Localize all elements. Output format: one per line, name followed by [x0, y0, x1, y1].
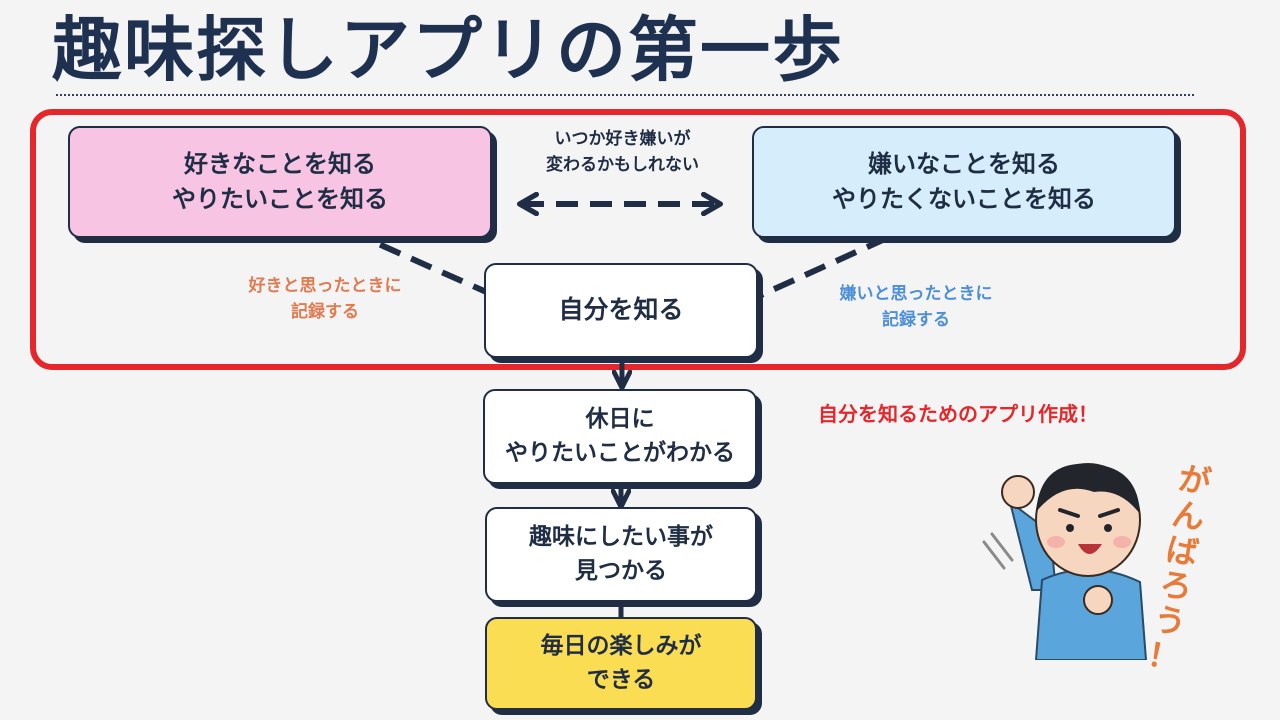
title-divider — [56, 94, 1194, 96]
holiday-line-2: やりたいことがわかる — [505, 439, 735, 466]
holiday-box: 休日に やりたいことがわかる — [483, 389, 757, 484]
like-line-2: やりたいことを知る — [172, 185, 388, 213]
dislike-line-1: 嫌いなことを知る — [868, 150, 1060, 179]
app-creation-note: 自分を知るためのアプリ作成！ — [818, 402, 1098, 426]
hobby-line-2: 見つかる — [575, 557, 667, 584]
dislike-record-note: 嫌いと思ったときに 記録する — [800, 282, 1032, 333]
like-record-note: 好きと思ったときに 記録する — [210, 274, 440, 325]
dislike-things-box: 嫌いなことを知る やりたくないことを知る — [752, 126, 1176, 238]
like-things-box: 好きなことを知る やりたいことを知る — [68, 126, 492, 238]
like-record-line-1: 好きと思ったときに — [248, 276, 402, 296]
self-knowledge-highlight-frame — [30, 109, 1246, 370]
dislike-record-line-2: 記録する — [882, 309, 950, 330]
shout-char: ！ — [1144, 635, 1183, 679]
like-line-1: 好きなことを知る — [184, 150, 376, 179]
change-line-2: 変わるかもしれない — [546, 154, 699, 175]
motion-lines — [982, 532, 1014, 570]
hobby-line-1: 趣味にしたい事が — [529, 524, 713, 551]
daily-joy-box: 毎日の楽しみが できる — [485, 617, 757, 710]
self-line-1: 自分を知る — [558, 295, 684, 325]
hobby-box: 趣味にしたい事が 見つかる — [485, 507, 757, 602]
daily-line-1: 毎日の楽しみが — [540, 633, 702, 660]
daily-line-2: できる — [586, 666, 656, 693]
dislike-record-line-1: 嫌いと思ったときに — [839, 284, 993, 304]
holiday-line-1: 休日に — [585, 406, 655, 433]
page-title: 趣味探しアプリの第一歩 — [52, 9, 844, 91]
dislike-line-2: やりたくないことを知る — [832, 185, 1096, 213]
know-yourself-box: 自分を知る — [484, 263, 758, 358]
change-line-1: いつか好き嫌いが — [554, 129, 691, 149]
preference-change-note: いつか好き嫌いが 変わるかもしれない — [510, 127, 735, 178]
cheering-boy-illustration — [982, 463, 1148, 660]
like-record-line-2: 記録する — [291, 301, 359, 322]
